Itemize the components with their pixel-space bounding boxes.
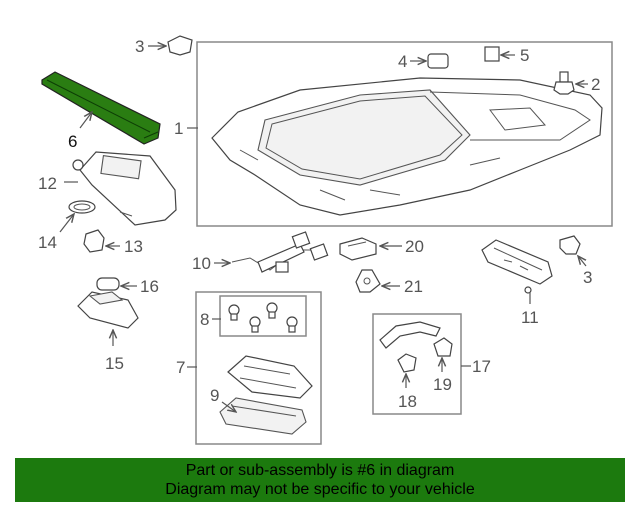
label-14: 14 [38,233,57,252]
wire-harness-part-10[interactable] [231,231,329,273]
label-15: 15 [105,354,124,373]
label-13: 13 [124,237,143,256]
label-3-top: 3 [135,37,144,56]
lens-part-9[interactable] [219,397,307,435]
bracket-part-20[interactable] [339,237,377,261]
sunshade-part-6[interactable] [41,71,161,145]
label-18: 18 [398,392,417,411]
label-11: 11 [521,308,539,327]
info-banner: Part or sub-assembly is #6 in diagram Di… [15,458,625,502]
console-group-box [195,291,322,445]
pad-part-4[interactable] [427,53,449,69]
label-8: 8 [200,310,209,329]
sun-visor-part-12[interactable] [72,151,177,226]
label-21: 21 [404,277,423,296]
lamp-part-15[interactable] [77,291,139,329]
label-5: 5 [520,46,529,65]
label-12: 12 [38,174,57,193]
cap-part-19[interactable] [433,337,453,357]
clip-part-3-top[interactable] [167,35,193,56]
bulbs-part-8[interactable] [228,302,298,333]
headliner-part-1[interactable] [211,77,603,216]
banner-line-1: Part or sub-assembly is #6 in diagram [185,462,455,479]
bulb-set-box [219,295,307,337]
headliner-group-box [196,41,613,227]
bulb-part-16[interactable] [96,277,120,291]
label-3-right: 3 [583,268,592,287]
clip-part-2[interactable] [553,71,575,95]
label-17: 17 [472,357,491,376]
assist-grip[interactable] [379,321,441,349]
label-9: 9 [210,386,219,405]
label-10: 10 [192,254,211,273]
label-19: 19 [433,375,452,394]
clip-part-3-right[interactable] [559,235,581,255]
dome-lamp-part-11[interactable] [481,239,553,294]
label-7: 7 [176,358,185,377]
assist-grip-box [372,313,462,415]
cap-part-18[interactable] [397,353,417,373]
label-1: 1 [174,119,183,138]
console-lamp-body[interactable] [227,355,313,399]
pad-part-5[interactable] [484,46,500,62]
banner-line-2: Diagram may not be specific to your vehi… [165,481,475,498]
label-4: 4 [398,52,407,71]
label-2: 2 [591,75,600,94]
bracket-part-21[interactable] [355,269,381,293]
label-16: 16 [140,277,159,296]
label-20: 20 [405,237,424,256]
holder-part-14[interactable] [68,200,96,214]
clip-part-13[interactable] [83,229,105,253]
label-6: 6 [68,132,77,151]
